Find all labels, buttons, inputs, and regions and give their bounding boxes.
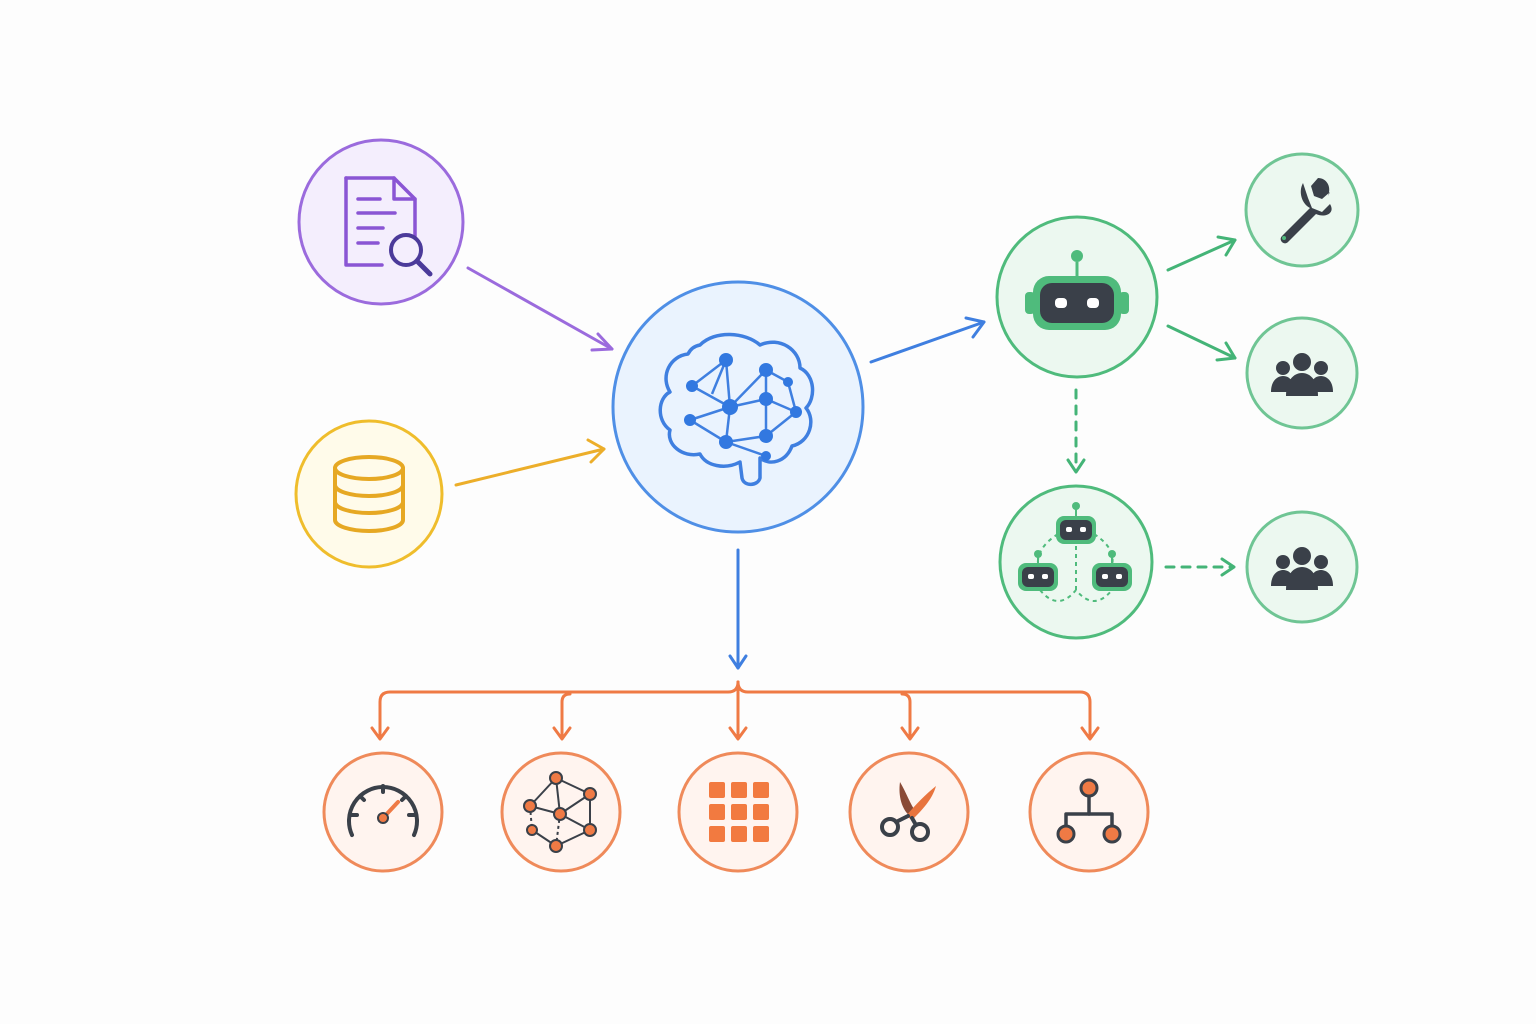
multi-robot-icon [1018, 502, 1132, 602]
database-icon [333, 455, 405, 533]
node-document-search[interactable] [297, 138, 465, 306]
edge-brain-to-agent [869, 316, 986, 364]
speedometer-icon [347, 784, 419, 837]
node-tool[interactable] [1244, 152, 1360, 268]
neural-brain-icon [658, 332, 815, 487]
document-search-icon [344, 176, 433, 277]
node-speed[interactable] [322, 751, 444, 873]
edge-agent-to-tool [1166, 235, 1237, 272]
node-users-bottom[interactable] [1245, 510, 1359, 624]
node-users-top[interactable] [1245, 316, 1359, 430]
edge-brain-down [728, 548, 748, 670]
node-database[interactable] [294, 419, 444, 569]
hierarchy-icon [1056, 778, 1122, 844]
edge-database-to-brain [454, 438, 606, 487]
robot-icon [1025, 250, 1129, 330]
scissors-icon [880, 782, 936, 842]
edge-multi-agent-to-users-bottom [1164, 557, 1236, 577]
node-graph[interactable] [500, 751, 622, 873]
users-icon [1271, 353, 1333, 396]
grid-icon [709, 782, 769, 842]
node-brain[interactable] [611, 280, 865, 534]
node-scissors[interactable] [848, 751, 970, 873]
node-grid[interactable] [677, 751, 799, 873]
node-multi-agent[interactable] [998, 484, 1154, 640]
node-hierarchy[interactable] [1028, 751, 1150, 873]
graph-network-icon [523, 771, 597, 853]
users-icon [1271, 547, 1333, 590]
edge-branch-bus [370, 680, 1100, 741]
wrench-icon [1280, 178, 1332, 244]
node-agent[interactable] [995, 215, 1159, 379]
edges [370, 235, 1237, 741]
edge-document-to-brain [466, 266, 614, 352]
edge-agent-to-multi-agent [1066, 388, 1086, 474]
edge-agent-to-users-top [1166, 324, 1237, 362]
